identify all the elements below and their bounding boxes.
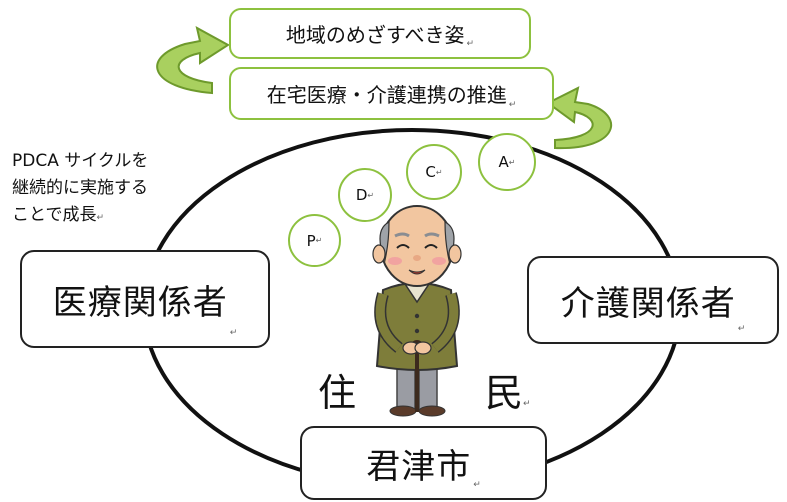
pdca-circle-c: C↵	[406, 144, 462, 200]
right-cycle-arrow	[546, 86, 613, 150]
pdca-circle-a: A↵	[478, 133, 536, 191]
pdca-note-line-2: 継続的に実施する	[12, 178, 148, 198]
pdca-letter: A	[498, 153, 509, 171]
promotion-text: 在宅医療・介護連携の推進	[266, 83, 507, 107]
residents-label-right: 民↵	[485, 371, 531, 415]
elderly-resident-illustration	[372, 205, 462, 417]
pdca-letter: C	[425, 163, 436, 181]
return-mark: ↵	[473, 480, 481, 490]
return-mark: ↵	[508, 100, 517, 110]
residents-label-left: 住	[318, 371, 357, 415]
pdca-note-line-1: PDCA サイクルを	[12, 151, 149, 171]
medical-stakeholders-box: 医療関係者 ↵	[20, 250, 270, 348]
care-stakeholders-box: 介護関係者 ↵	[527, 256, 779, 344]
return-mark: ↵	[737, 324, 746, 334]
pdca-note-line-3: ことで成長↵	[12, 205, 105, 225]
goal-text: 地域のめざすべき姿	[285, 23, 465, 47]
pdca-letter: D	[355, 186, 368, 204]
kimitsu-city-box: 君津市 ↵	[300, 426, 547, 500]
goal-box: 地域のめざすべき姿 ↵	[229, 8, 531, 59]
pdca-note: PDCA サイクルを 継続的に実施する ことで成長↵	[12, 148, 148, 232]
left-cycle-arrow	[156, 26, 230, 95]
medical-stakeholders-text: 医療関係者	[52, 282, 228, 323]
pdca-letter: P	[306, 231, 316, 250]
pdca-circle-p: P↵	[288, 214, 341, 267]
care-stakeholders-text: 介護関係者	[560, 283, 736, 324]
return-mark: ↵	[466, 39, 475, 49]
kimitsu-city-text: 君津市	[366, 446, 472, 487]
return-mark: ↵	[229, 328, 238, 338]
pdca-circle-d: D↵	[338, 168, 392, 222]
promotion-box: 在宅医療・介護連携の推進 ↵	[229, 67, 554, 120]
